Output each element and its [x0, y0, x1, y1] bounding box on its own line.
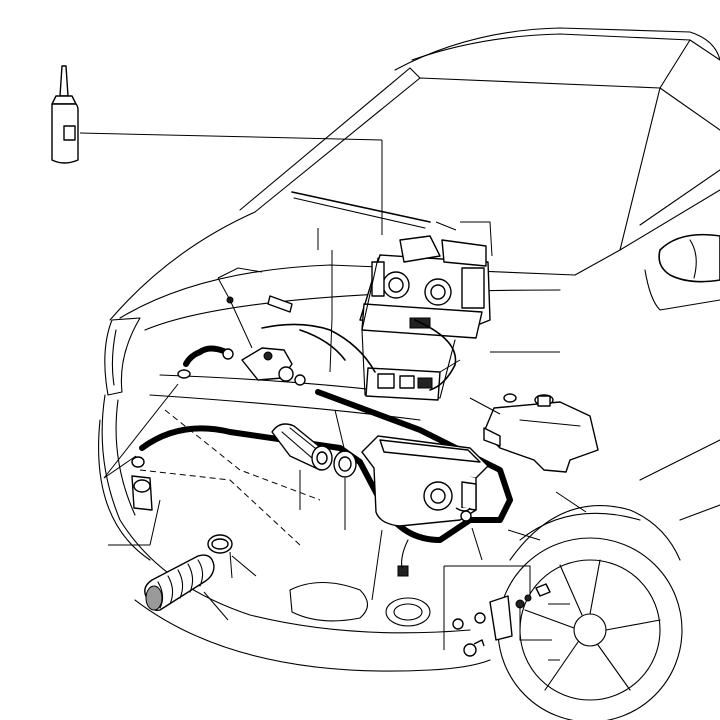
bracket-fasteners — [443, 565, 570, 661]
heater-control-panel — [359, 221, 560, 401]
heater-blower-unit — [361, 435, 489, 601]
bellows-air-intake — [144, 554, 229, 621]
hose-clamp — [207, 534, 257, 579]
control-cables — [261, 319, 457, 391]
hose-clamps — [103, 369, 191, 546]
sealant-bottle — [51, 65, 383, 235]
heater-valve — [217, 267, 306, 386]
expansion-tank — [469, 393, 599, 473]
duct-flange — [311, 409, 357, 530]
leader-lines — [317, 228, 587, 541]
wiper-arm — [291, 191, 431, 229]
